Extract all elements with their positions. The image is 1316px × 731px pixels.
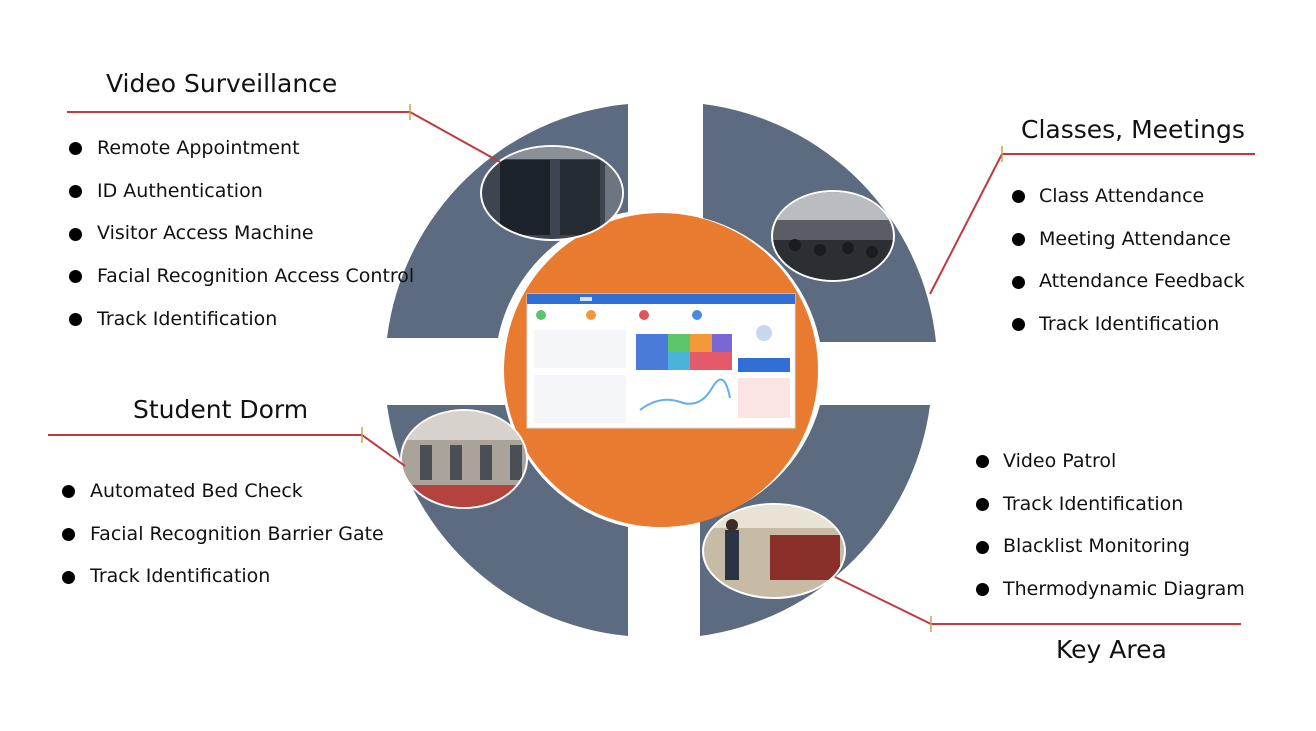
list-item: Track Identification bbox=[1012, 303, 1245, 346]
bullet-icon bbox=[976, 498, 989, 512]
bullet-icon bbox=[69, 185, 82, 199]
bullet-icon bbox=[1012, 190, 1025, 204]
list-item-label: Track Identification bbox=[1039, 313, 1220, 336]
list-item: Track Identification bbox=[976, 483, 1245, 526]
list-item: ID Authentication bbox=[69, 170, 414, 213]
list-item-label: Blacklist Monitoring bbox=[1003, 535, 1190, 558]
list-item-label: Track Identification bbox=[97, 307, 278, 330]
bullet-icon bbox=[1012, 318, 1025, 332]
list-item-label: Attendance Feedback bbox=[1039, 270, 1245, 293]
student-dorm-title: Student Dorm bbox=[133, 395, 309, 424]
bullet-icon bbox=[62, 528, 75, 542]
list-item: Visitor Access Machine bbox=[69, 212, 414, 255]
bullet-icon bbox=[69, 313, 82, 327]
bullet-icon bbox=[69, 227, 82, 241]
list-item-label: Class Attendance bbox=[1039, 185, 1205, 207]
bullet-icon bbox=[976, 455, 989, 469]
list-item: Blacklist Monitoring bbox=[976, 525, 1245, 568]
list-item-label: Facial Recognition Barrier Gate bbox=[90, 522, 384, 545]
list-item-label: Track Identification bbox=[1003, 492, 1184, 515]
bullet-icon bbox=[69, 270, 82, 284]
bullet-icon bbox=[976, 583, 989, 597]
list-item: Meeting Attendance bbox=[1012, 218, 1245, 261]
entrance-doors-photo bbox=[480, 145, 624, 241]
connector-classes-meetings bbox=[929, 146, 1255, 295]
bullet-icon bbox=[62, 485, 75, 499]
meeting-room-photo bbox=[771, 190, 895, 282]
connector-video-surveillance bbox=[67, 104, 501, 163]
list-item: Thermodynamic Diagram bbox=[976, 568, 1245, 611]
video-surveillance-title: Video Surveillance bbox=[106, 69, 338, 98]
list-item-label: Video Patrol bbox=[1003, 450, 1117, 472]
bullet-icon bbox=[976, 540, 989, 554]
list-item: Track Identification bbox=[69, 298, 414, 341]
classes-meetings-title: Classes, Meetings bbox=[1021, 115, 1245, 144]
connector-student-dorm bbox=[48, 427, 406, 467]
bullet-icon bbox=[69, 142, 82, 156]
list-item-label: Meeting Attendance bbox=[1039, 227, 1231, 250]
connector-key-area bbox=[834, 576, 1241, 632]
list-item: Attendance Feedback bbox=[1012, 260, 1245, 303]
list-item-label: Thermodynamic Diagram bbox=[1003, 578, 1245, 601]
key-area-title: Key Area bbox=[1056, 635, 1167, 664]
bullet-icon bbox=[1012, 275, 1025, 289]
reception-area-photo bbox=[702, 503, 846, 599]
list-item: Automated Bed Check bbox=[62, 470, 384, 513]
list-item: Class Attendance bbox=[1012, 175, 1245, 218]
list-item: Video Patrol bbox=[976, 440, 1245, 483]
list-item-label: Facial Recognition Access Control bbox=[97, 265, 415, 288]
list-item-label: ID Authentication bbox=[97, 179, 263, 202]
bullet-icon bbox=[62, 570, 75, 584]
list-item-label: Remote Appointment bbox=[97, 137, 300, 159]
list-item-label: Visitor Access Machine bbox=[97, 222, 314, 245]
dashboard-screenshot bbox=[526, 293, 796, 429]
list-item-label: Track Identification bbox=[90, 565, 271, 588]
barrier-gate-photo bbox=[400, 409, 528, 509]
list-item-label: Automated Bed Check bbox=[90, 480, 303, 502]
list-item: Track Identification bbox=[62, 555, 384, 598]
bullet-icon bbox=[1012, 233, 1025, 247]
list-item: Facial Recognition Barrier Gate bbox=[62, 513, 384, 556]
list-item: Remote Appointment bbox=[69, 127, 414, 170]
list-item: Facial Recognition Access Control bbox=[69, 255, 414, 298]
